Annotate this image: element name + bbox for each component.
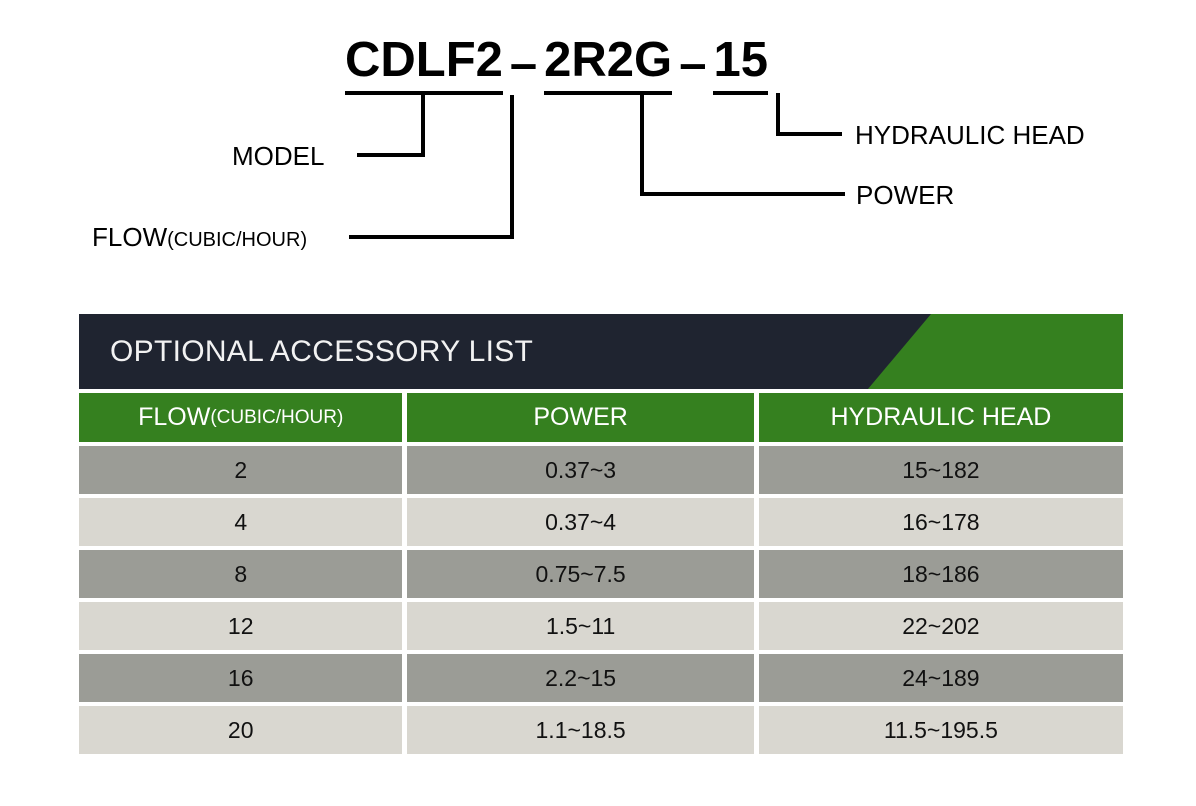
model-code-string: CDLF 2 – 2R2G – 15 xyxy=(345,36,768,95)
banner-title: OPTIONAL ACCESSORY LIST xyxy=(110,334,534,368)
table-column-header-row: FLOW(CUBIC/HOUR) POWER HYDRAULIC HEAD xyxy=(79,393,1123,442)
column-header-flow-main: FLOW xyxy=(138,403,211,431)
label-hydraulic-head: HYDRAULIC HEAD xyxy=(855,122,1085,148)
leader-line-head-horizontal xyxy=(776,132,842,136)
table-banner: OPTIONAL ACCESSORY LIST xyxy=(79,314,1123,389)
label-power: POWER xyxy=(856,182,954,208)
leader-line-model-vertical xyxy=(421,95,425,157)
column-header-power-main: POWER xyxy=(533,403,628,431)
column-header-hydraulic-head: HYDRAULIC HEAD xyxy=(758,393,1123,442)
label-model: MODEL xyxy=(232,143,324,169)
leader-line-flow-horizontal xyxy=(349,235,514,239)
code-dash-2: – xyxy=(679,37,707,91)
optional-accessory-table: OPTIONAL ACCESSORY LIST FLOW(CUBIC/HOUR)… xyxy=(79,314,1123,754)
cell-flow: 20 xyxy=(79,706,403,754)
cell-power: 2.2~15 xyxy=(407,654,754,702)
cell-flow: 2 xyxy=(79,446,403,494)
leader-line-power-vertical xyxy=(640,93,644,196)
table-row: 20 1.1~18.5 11.5~195.5 xyxy=(79,706,1123,754)
leader-line-power-horizontal xyxy=(640,192,845,196)
code-segment-head: 15 xyxy=(713,36,768,95)
table-row: 4 0.37~4 16~178 xyxy=(79,498,1123,546)
label-flow-sub-text: (CUBIC/HOUR) xyxy=(167,229,308,251)
leader-line-head-vertical xyxy=(776,93,780,136)
cell-hydraulic-head: 24~189 xyxy=(758,654,1123,702)
cell-hydraulic-head: 11.5~195.5 xyxy=(758,706,1123,754)
column-header-flow-sub: (CUBIC/HOUR) xyxy=(210,406,344,428)
cell-hydraulic-head: 15~182 xyxy=(758,446,1123,494)
leader-line-model-horizontal xyxy=(357,153,425,157)
column-header-hydraulic-head-main: HYDRAULIC HEAD xyxy=(830,403,1052,431)
column-header-flow: FLOW(CUBIC/HOUR) xyxy=(79,393,403,442)
table-row: 2 0.37~3 15~182 xyxy=(79,446,1123,494)
cell-flow: 16 xyxy=(79,654,403,702)
label-flow: FLOW(CUBIC/HOUR) xyxy=(92,224,307,250)
cell-hydraulic-head: 16~178 xyxy=(758,498,1123,546)
code-segment-flow: 2 xyxy=(475,36,503,95)
cell-power: 1.5~11 xyxy=(407,602,754,650)
column-header-power: POWER xyxy=(407,393,754,442)
label-flow-text: FLOW xyxy=(92,222,168,252)
table-row: 8 0.75~7.5 18~186 xyxy=(79,550,1123,598)
cell-hydraulic-head: 22~202 xyxy=(758,602,1123,650)
cell-power: 1.1~18.5 xyxy=(407,706,754,754)
model-code-diagram: CDLF 2 – 2R2G – 15 MODEL FLOW(CUBIC/HOUR… xyxy=(0,0,1196,300)
cell-flow: 8 xyxy=(79,550,403,598)
cell-flow: 4 xyxy=(79,498,403,546)
table-row: 16 2.2~15 24~189 xyxy=(79,654,1123,702)
code-segment-power: 2R2G xyxy=(544,36,673,95)
cell-flow: 12 xyxy=(79,602,403,650)
cell-power: 0.37~4 xyxy=(407,498,754,546)
cell-power: 0.75~7.5 xyxy=(407,550,754,598)
code-dash-1: – xyxy=(509,37,538,91)
label-model-text: MODEL xyxy=(232,141,325,171)
cell-power: 0.37~3 xyxy=(407,446,754,494)
leader-line-flow-vertical xyxy=(510,95,514,235)
cell-hydraulic-head: 18~186 xyxy=(758,550,1123,598)
label-power-text: POWER xyxy=(856,180,955,210)
table-row: 12 1.5~11 22~202 xyxy=(79,602,1123,650)
label-hydraulic-head-text: HYDRAULIC HEAD xyxy=(855,120,1085,150)
code-segment-model: CDLF xyxy=(345,36,476,95)
banner-dark-shape xyxy=(79,314,931,389)
